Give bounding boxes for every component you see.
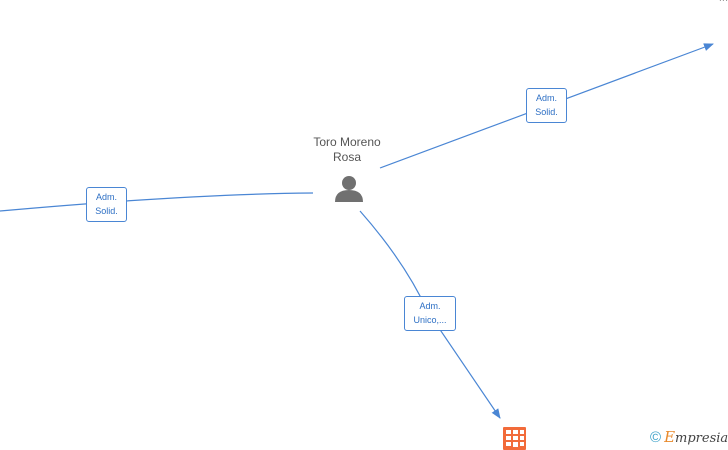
- edge-label-line2: Solid.: [95, 206, 118, 216]
- person-icon[interactable]: [335, 176, 363, 202]
- edge-label-top-right[interactable]: Adm. Solid.: [526, 88, 567, 123]
- edge-label-line2: Unico,...: [413, 315, 447, 325]
- edge-label-line1: Adm.: [535, 93, 557, 103]
- footer-branding: © Empresia: [650, 428, 728, 446]
- person-name-line2: Rosa: [332, 150, 361, 164]
- company-icon[interactable]: [503, 427, 526, 450]
- person-name-line1: Toro Moreno: [313, 135, 381, 149]
- person-node-label[interactable]: Toro Moreno Rosa: [287, 135, 407, 165]
- brand-name: mpresia: [675, 431, 728, 446]
- edge-left: [0, 192, 314, 212]
- brand-logo[interactable]: Empresia: [664, 428, 728, 446]
- edge-label-down[interactable]: Adm. Unico,...: [404, 296, 456, 331]
- edge-label-line1: Adm.: [419, 301, 441, 311]
- brand-initial: E: [664, 428, 676, 446]
- edge-label-line2: Solid.: [535, 107, 558, 117]
- offscreen-node-label: ...: [708, 0, 728, 4]
- copyright-icon: ©: [650, 428, 662, 446]
- edge-label-left[interactable]: Adm. Solid.: [86, 187, 127, 222]
- edge-label-line1: Adm.: [95, 192, 117, 202]
